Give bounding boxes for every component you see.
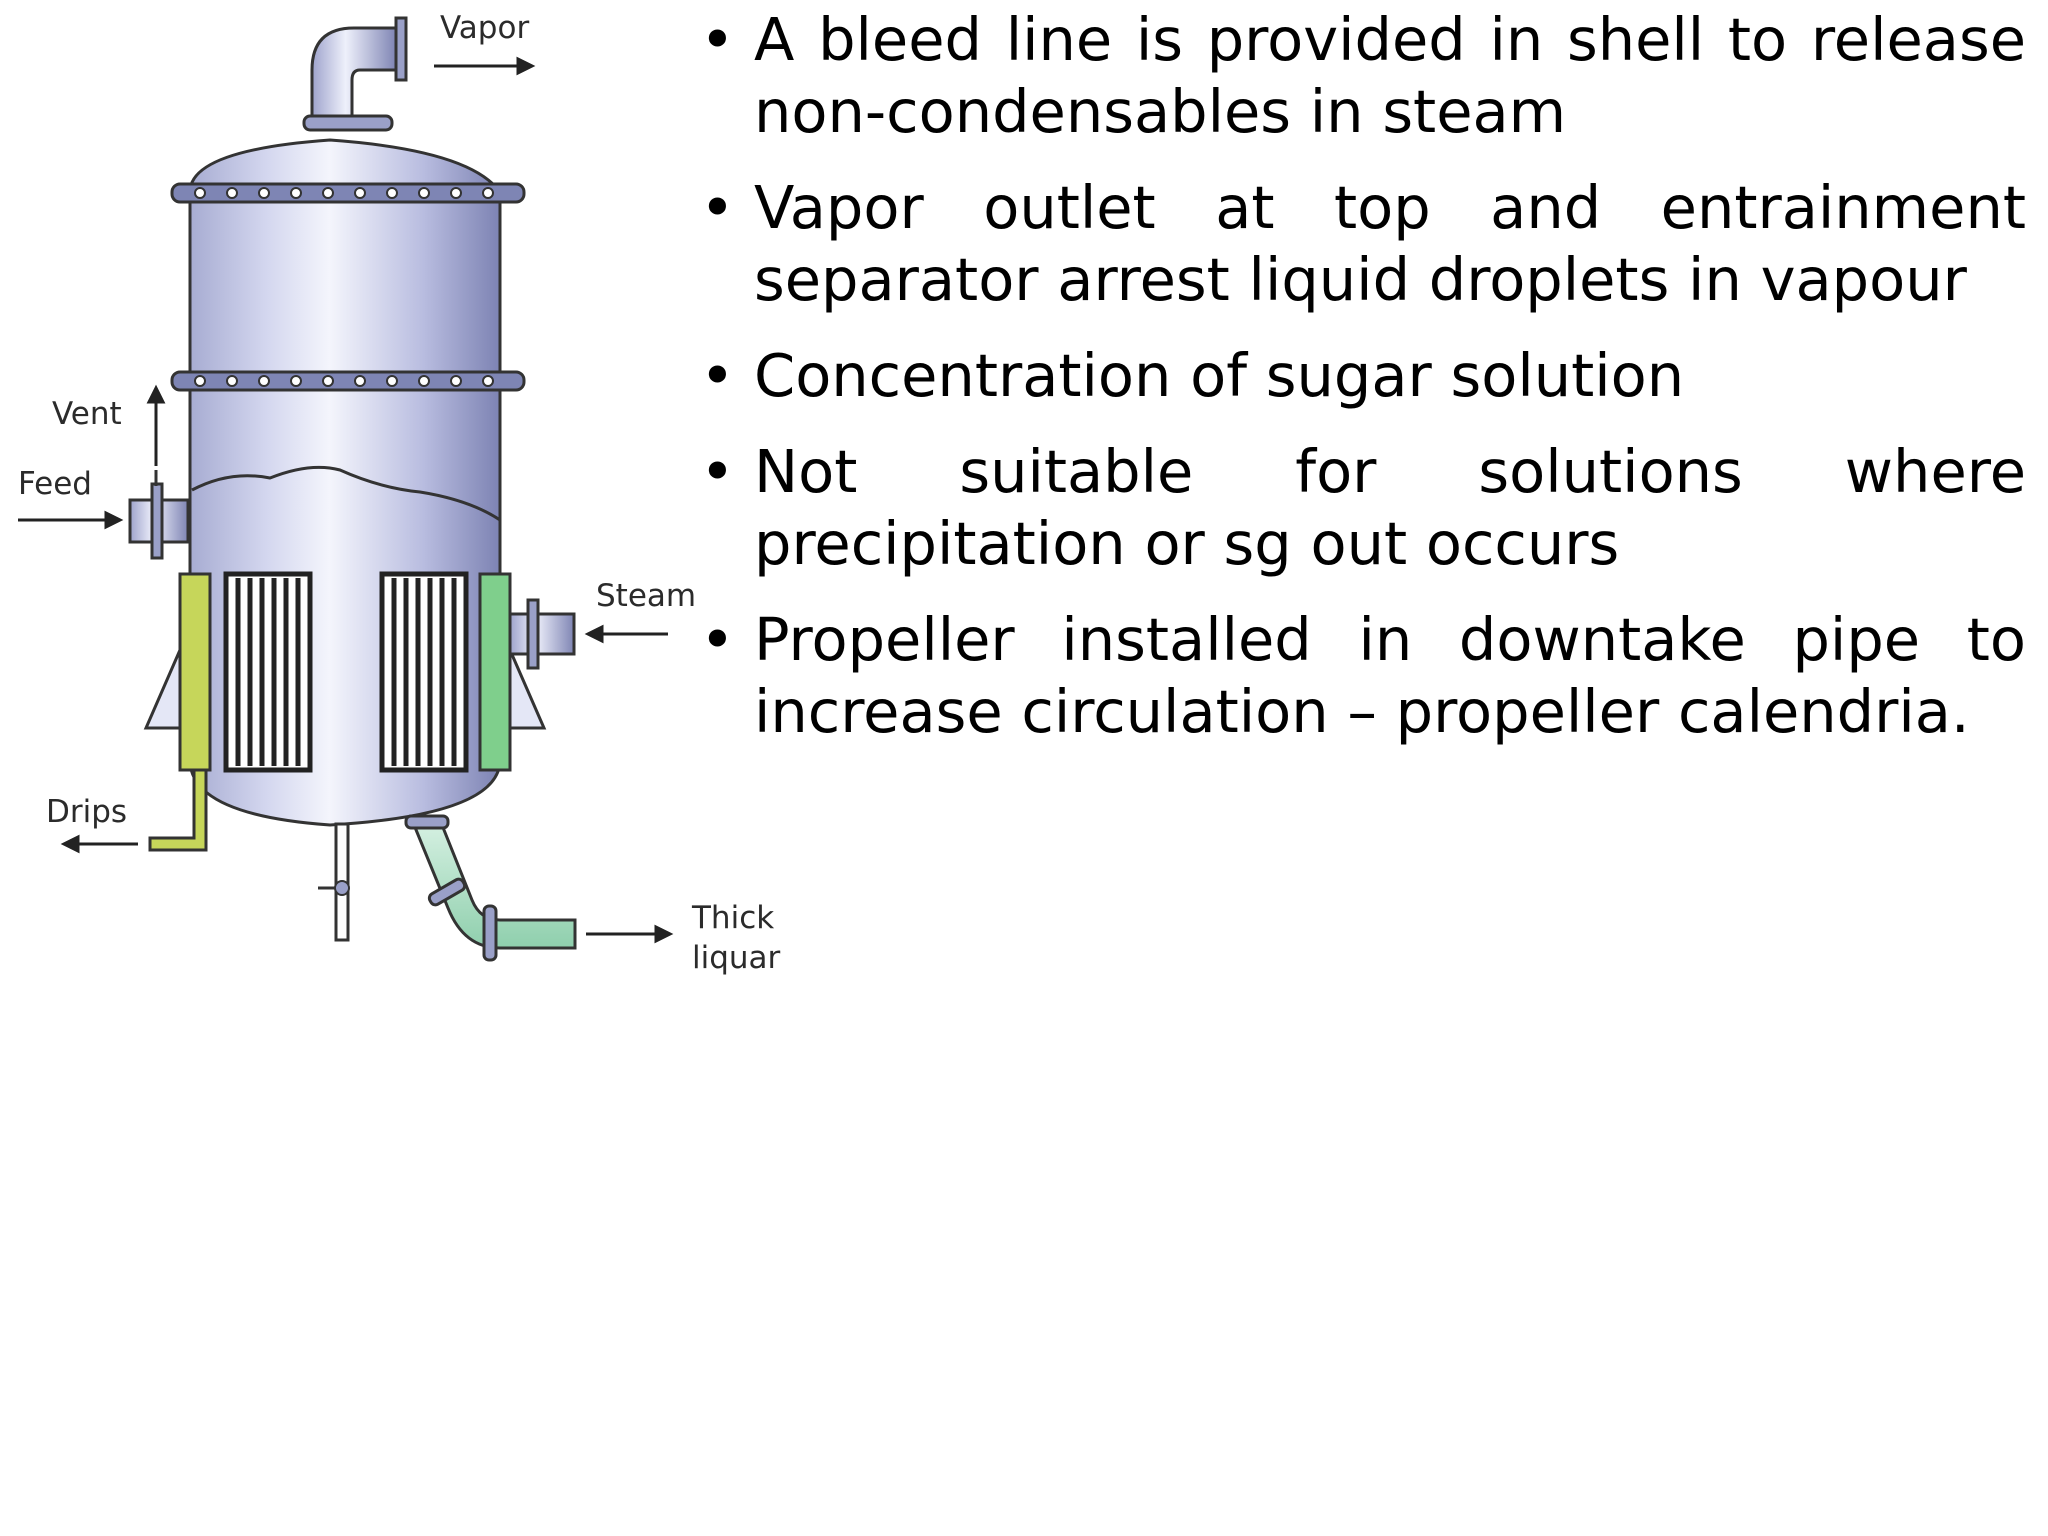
drain-valve bbox=[318, 822, 350, 942]
bullet-item: • Propeller installed in downtake pipe t… bbox=[690, 604, 2026, 748]
steam-chest-left bbox=[178, 572, 212, 772]
bullet-marker: • bbox=[700, 341, 735, 410]
label-drips: Drips bbox=[46, 794, 127, 830]
thick-liquor-outlet-pipe bbox=[404, 814, 577, 962]
bullet-text: A bleed line is provided in shell to rel… bbox=[754, 5, 2026, 146]
label-feed: Feed bbox=[18, 466, 92, 502]
evaporator-diagram: Vapor Vent Feed Steam Drips Thick liquar bbox=[18, 10, 781, 976]
steam-arrow bbox=[584, 624, 668, 644]
liquid-level-line bbox=[191, 465, 501, 522]
label-vent: Vent bbox=[52, 396, 122, 432]
vent-arrow bbox=[146, 384, 166, 466]
top-flange bbox=[170, 182, 526, 204]
feed-arrow bbox=[18, 510, 124, 530]
support-lug-left bbox=[143, 649, 182, 730]
bullet-text: Concentration of sugar solution bbox=[754, 341, 1685, 410]
vapor-outlet-pipe bbox=[302, 16, 408, 132]
bullet-text: Not suitable for solutions where precipi… bbox=[754, 437, 2026, 578]
feed-inlet-pipe bbox=[128, 482, 190, 560]
tube-bundle-left bbox=[223, 571, 313, 773]
support-lug-right bbox=[508, 649, 547, 730]
middle-flange bbox=[170, 370, 526, 392]
bullet-marker: • bbox=[700, 173, 735, 242]
label-liquar: liquar bbox=[692, 940, 781, 976]
drips-arrow bbox=[60, 834, 138, 854]
drips-pipe bbox=[148, 768, 208, 852]
vapor-arrow bbox=[434, 56, 536, 76]
bullet-text: Vapor outlet at top and entrainment sepa… bbox=[754, 173, 2026, 314]
tube-bundle-right bbox=[379, 571, 469, 773]
bullet-list: • A bleed line is provided in shell to r… bbox=[690, 4, 2026, 772]
thick-liquor-arrow bbox=[586, 924, 674, 944]
label-steam: Steam bbox=[596, 578, 696, 614]
bullet-marker: • bbox=[700, 5, 735, 74]
bullet-marker: • bbox=[700, 437, 735, 506]
bullet-item: • Vapor outlet at top and entrainment se… bbox=[690, 172, 2026, 316]
bullet-item: • A bleed line is provided in shell to r… bbox=[690, 4, 2026, 148]
label-thick: Thick bbox=[691, 900, 774, 936]
bullet-item: • Concentration of sugar solution bbox=[690, 340, 2026, 412]
bullet-item: • Not suitable for solutions where preci… bbox=[690, 436, 2026, 580]
bullet-marker: • bbox=[700, 605, 735, 674]
steam-chest-right bbox=[478, 572, 512, 772]
steam-inlet-pipe bbox=[508, 598, 576, 670]
label-vapor: Vapor bbox=[440, 10, 529, 46]
bullet-text: Propeller installed in downtake pipe to … bbox=[754, 605, 2026, 746]
